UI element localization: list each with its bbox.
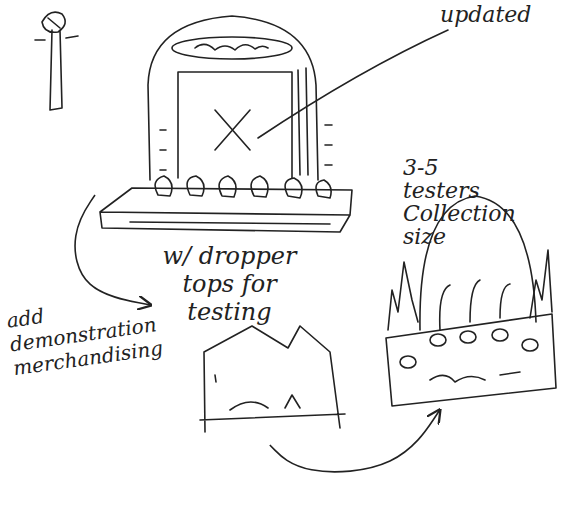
display-tray bbox=[100, 188, 352, 232]
leader-line bbox=[258, 30, 448, 138]
demo-display bbox=[200, 326, 345, 432]
sign-scribble bbox=[195, 44, 268, 50]
tester-dot bbox=[522, 339, 538, 351]
handwritten-note: add demonstration merchandising bbox=[5, 288, 164, 380]
collection-base bbox=[386, 314, 556, 406]
handwritten-note: 3-5 testers Collection size bbox=[403, 156, 513, 248]
flow-arrow bbox=[270, 410, 440, 472]
tester-dot bbox=[400, 356, 416, 368]
collection-bottles bbox=[440, 280, 510, 330]
dropper-bottles bbox=[155, 176, 331, 198]
display-sign bbox=[172, 37, 292, 59]
display-panel bbox=[178, 72, 292, 178]
sketch-group: add demonstration merchandising bbox=[5, 305, 360, 445]
side-ticks bbox=[160, 125, 332, 170]
tester-dot bbox=[430, 334, 446, 346]
flow-arrow bbox=[75, 195, 150, 305]
annotation-note: updated bbox=[440, 2, 531, 27]
tester-dot bbox=[460, 331, 476, 343]
sketch-group: 3-5 testers Collection size bbox=[375, 150, 560, 410]
base-scribble bbox=[430, 372, 520, 382]
sketch-group: w/ dropper tops for testing bbox=[95, 20, 365, 305]
handwritten-note: w/ dropper tops for testing bbox=[142, 242, 317, 326]
display-pillar bbox=[298, 68, 308, 175]
tester-bottle bbox=[35, 12, 78, 110]
display-dome bbox=[148, 16, 318, 180]
tester-dot bbox=[492, 329, 508, 341]
